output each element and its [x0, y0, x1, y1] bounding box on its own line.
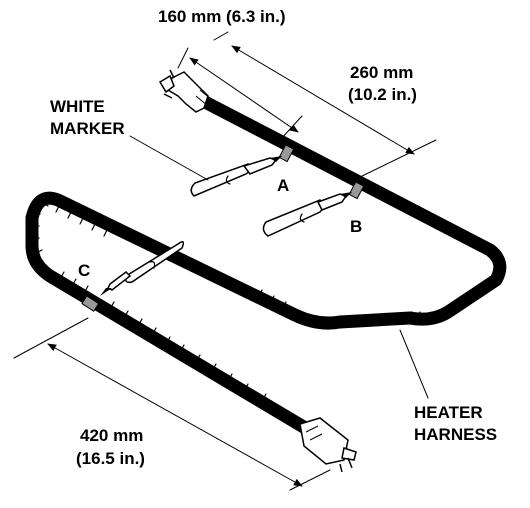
marker-pen-c: [100, 241, 185, 296]
white-marker-label-1: WHITE: [50, 97, 105, 116]
heater-harness-label-1: HEATER: [414, 403, 483, 422]
marker-label-b: B: [350, 217, 362, 236]
dim-260mm-label-2: (10.2 in.): [348, 85, 417, 104]
marker-label-a: A: [277, 176, 289, 195]
dim-420mm-label-1: 420 mm: [80, 426, 143, 445]
marker-pen-a: [190, 156, 282, 197]
dim-260mm: [231, 45, 415, 155]
heater-harness-leader: [399, 329, 429, 399]
dim-260mm-label-1: 260 mm: [350, 63, 413, 82]
harness-cable: [25, 95, 507, 439]
dim-420mm-label-2: (16.5 in.): [76, 449, 145, 468]
dim-160mm-label: 160 mm (6.3 in.): [158, 7, 286, 26]
marker-pen-b: [262, 192, 352, 237]
leader-lines: [129, 135, 429, 399]
heater-harness-label-2: HARNESS: [414, 425, 497, 444]
white-marker-label-2: MARKER: [50, 119, 125, 138]
bottom-connector: [299, 417, 357, 473]
marker-label-c: C: [78, 261, 90, 280]
dim-420mm: [47, 343, 303, 487]
top-connector: [158, 69, 213, 113]
white-marker-leader: [129, 135, 209, 181]
marker-band-c: [81, 295, 100, 312]
dimension-lines: [13, 31, 437, 491]
marker-band-b: [348, 181, 365, 200]
